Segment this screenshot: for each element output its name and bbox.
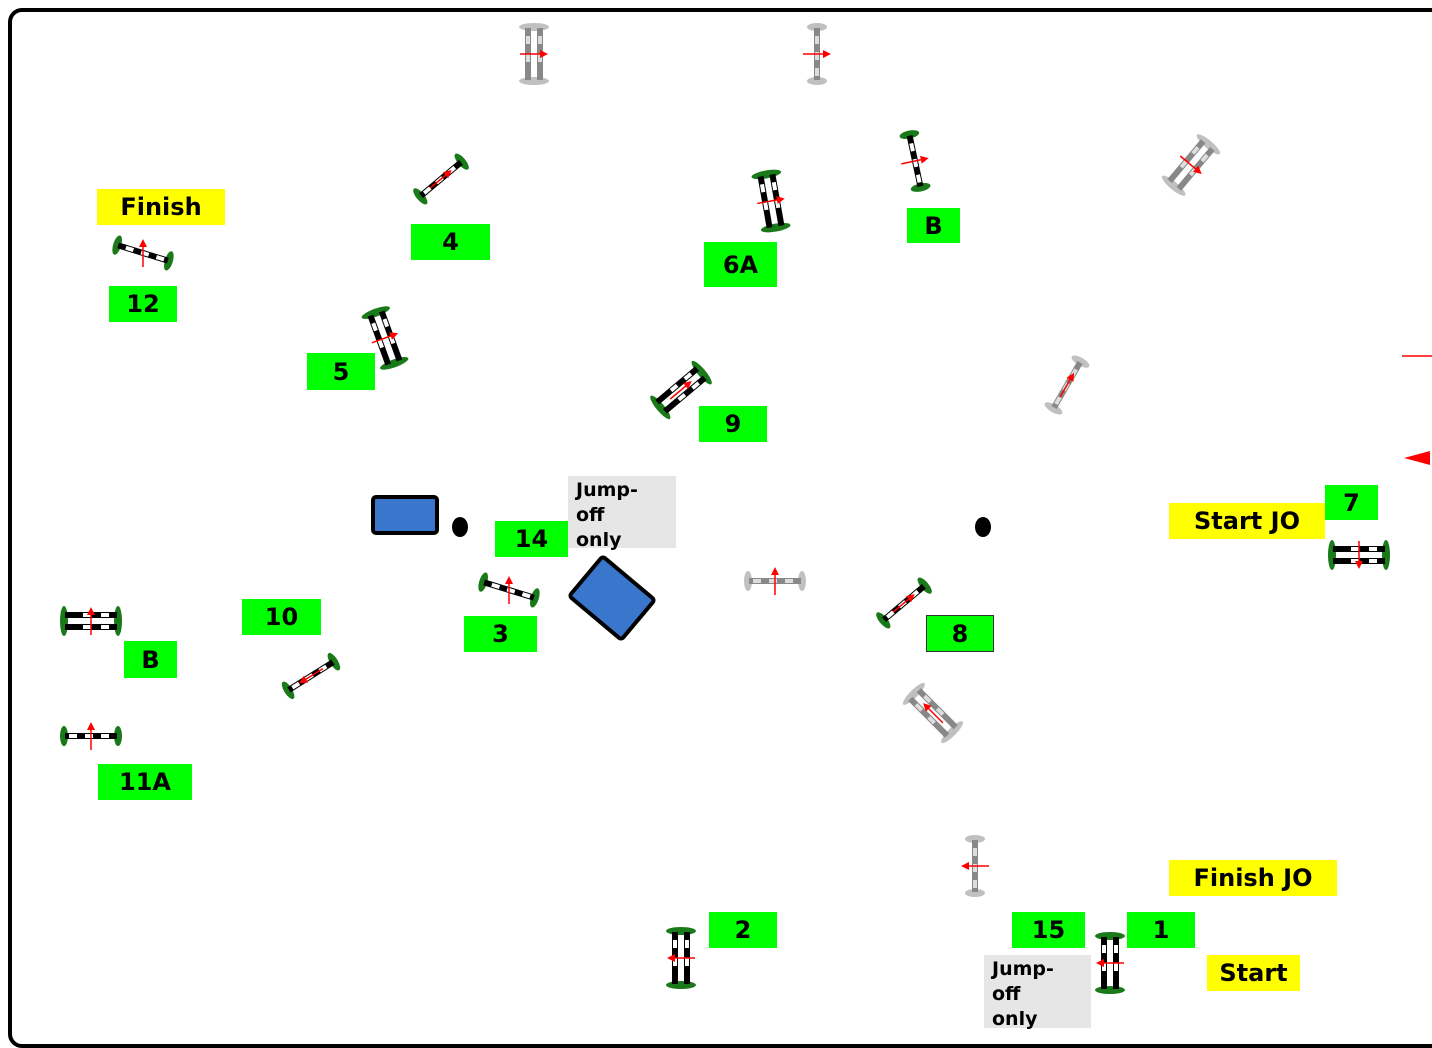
fence-11b-icon xyxy=(60,606,122,636)
fence-number-6b: B xyxy=(907,208,960,243)
fence-number-8: 8 xyxy=(926,615,994,652)
fence-number-14: 14 xyxy=(495,521,568,557)
fence-3-icon xyxy=(476,571,542,609)
fence-11a-icon xyxy=(60,721,122,751)
fence-number-1: 1 xyxy=(1127,912,1195,948)
fence-number-11b: B xyxy=(124,641,177,678)
fence-6b-icon xyxy=(898,128,932,194)
fence-number-10: 10 xyxy=(242,599,321,635)
fence-number-15: 15 xyxy=(1012,912,1085,948)
marker-dot xyxy=(452,517,468,537)
fence-number-12: 12 xyxy=(109,286,177,322)
jump-off-fence-icon xyxy=(744,566,806,596)
start-jo-marker: Start JO xyxy=(1169,503,1325,539)
fence-15-icon xyxy=(960,835,990,897)
fence-number-2: 2 xyxy=(709,912,777,948)
jump-off-fence-icon xyxy=(802,23,832,85)
marker-dot xyxy=(975,517,991,537)
finish-marker: Finish xyxy=(97,189,225,225)
fence-6a-icon xyxy=(750,167,792,235)
jump-off-fence-icon xyxy=(1159,131,1223,199)
direction-line-icon xyxy=(1402,355,1432,357)
fence-number-7: 7 xyxy=(1325,485,1378,520)
fence-number-11a: 11A xyxy=(98,764,192,800)
jump-off-fence-icon xyxy=(1042,353,1092,417)
fence-2-icon xyxy=(666,927,696,989)
blue-box-obstacle xyxy=(568,555,656,641)
fence-1-icon xyxy=(1095,932,1125,994)
jump-off-only-note: Jump- off only xyxy=(568,476,676,551)
jump-off-fence-icon xyxy=(900,680,966,746)
fence-number-4: 4 xyxy=(411,224,490,260)
fence-number-5: 5 xyxy=(307,353,375,390)
fence-5-icon xyxy=(360,303,410,373)
fence-number-9: 9 xyxy=(699,406,767,442)
blue-box-obstacle xyxy=(371,495,439,535)
fence-9-icon xyxy=(647,358,715,422)
fence-7-icon xyxy=(1328,540,1390,570)
fence-number-6a: 6A xyxy=(704,242,777,287)
fence-10-icon xyxy=(279,651,343,701)
finish-jo-marker: Finish JO xyxy=(1169,860,1337,896)
jump-off-fence-icon xyxy=(519,23,549,85)
fence-number-3: 3 xyxy=(464,616,537,652)
fence-12-icon xyxy=(110,234,176,272)
direction-arrow-icon xyxy=(1404,451,1430,465)
fence-8-icon xyxy=(873,575,935,631)
jump-off-only-note: Jump- off only xyxy=(984,955,1091,1030)
fence-4-icon xyxy=(410,151,472,207)
start-marker: Start xyxy=(1207,955,1300,991)
